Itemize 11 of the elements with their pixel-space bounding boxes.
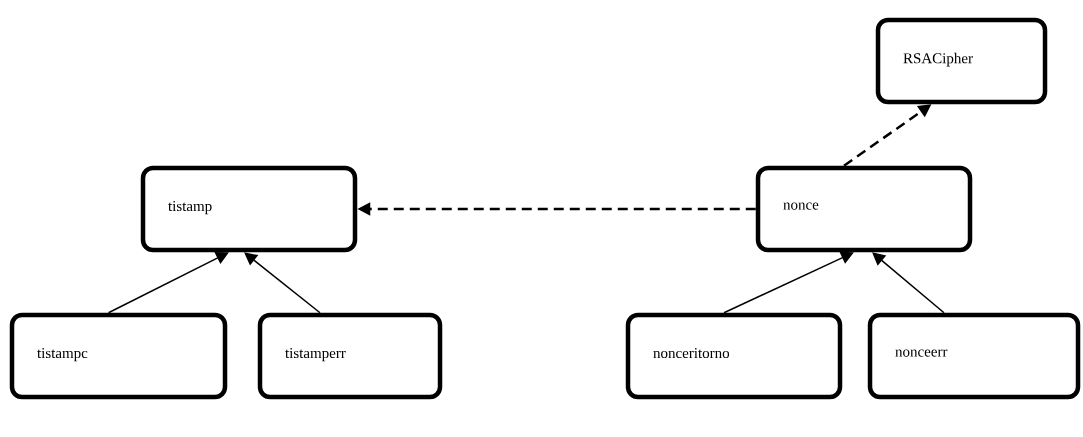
class-box: tistamperr: [257, 312, 443, 400]
arrow: [872, 252, 945, 314]
arrow: [244, 252, 321, 314]
class-box: RSACipher: [875, 17, 1048, 105]
class-box: nonceerr: [867, 312, 1081, 400]
class-box: nonce: [755, 165, 973, 253]
arrow: [107, 252, 229, 314]
class-box: tistamp: [140, 165, 358, 253]
class-box: nonceritorno: [625, 312, 843, 400]
class-box: tistampc: [9, 312, 228, 400]
arrow: [723, 251, 854, 314]
